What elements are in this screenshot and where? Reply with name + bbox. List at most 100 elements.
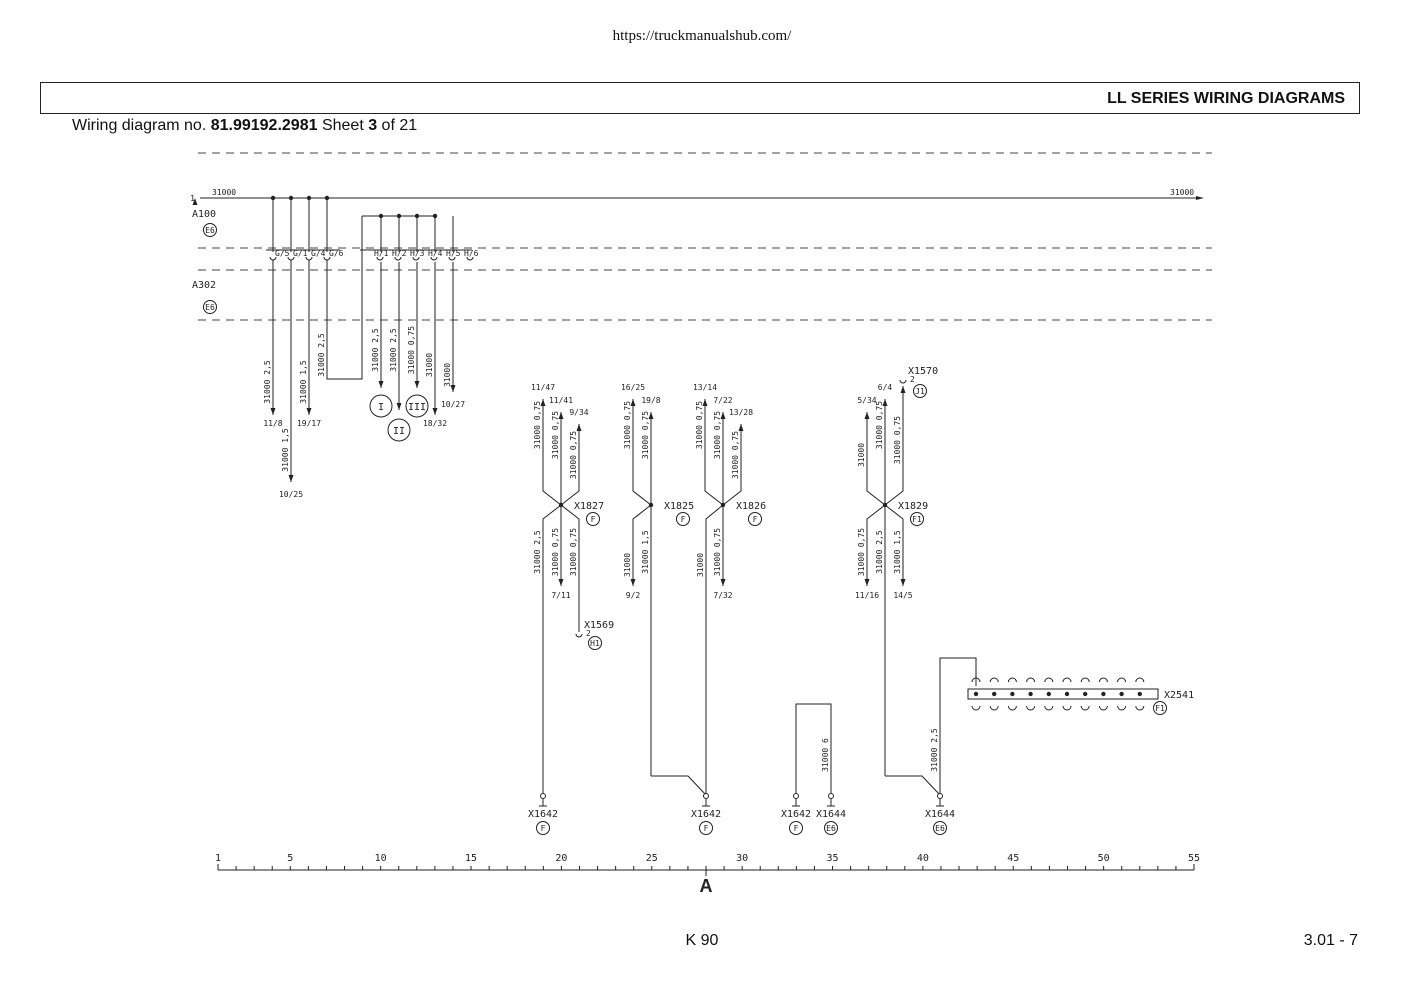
scale-tick-label: 15 <box>465 853 477 864</box>
arrow-down-icon <box>378 381 384 388</box>
x1826-wire <box>705 504 724 795</box>
x1826-ref <box>748 512 762 526</box>
ground-point-ref-text: F <box>541 824 546 833</box>
g-wire-loop <box>326 216 363 380</box>
x1827-wire-label: 31000 0,75 <box>569 528 578 576</box>
x1829-wire <box>884 386 904 506</box>
x2541-feed-wire <box>939 657 977 795</box>
h-wire-label: 31000 <box>425 353 434 377</box>
arrow-down-icon <box>414 381 420 388</box>
x1827-top-ref: 11/47 <box>531 383 555 392</box>
h-wire-end: 18/32 <box>423 419 447 428</box>
arrow-up-icon <box>864 412 870 419</box>
x1569-ref-text: H1 <box>590 639 600 648</box>
x1829-wire-label: 31000 0,75 <box>857 528 866 576</box>
arrow-up-icon <box>720 412 726 419</box>
scale-tick-label: 35 <box>826 853 838 864</box>
scale-section-label: A <box>700 876 713 896</box>
x2541-pin-bottom <box>989 705 999 711</box>
x2541-pin-bottom <box>1117 705 1127 711</box>
arrow-down-icon <box>450 385 456 392</box>
x1827-wire-label: 31000 0,75 <box>569 431 578 479</box>
arrow-up-icon <box>738 424 744 431</box>
x1826-wire-label: 31000 0,75 <box>695 401 704 449</box>
x2541-ref-text: F1 <box>1155 704 1165 713</box>
x2541-name: X2541 <box>1164 690 1194 701</box>
x1827-wire <box>560 424 580 506</box>
x1825-wire <box>632 399 652 506</box>
x1827-wire <box>542 399 562 506</box>
source-url[interactable]: https://truckmanualshub.com/ <box>612 28 792 44</box>
x1829-top-ref: 5/34 <box>857 396 876 405</box>
x2541-pin-bottom <box>1007 705 1017 711</box>
scale-tick-label: 30 <box>736 853 748 864</box>
ground-wire-label: 31000 6 <box>821 738 830 772</box>
x1570-ref <box>913 384 927 398</box>
x2541-pin-top <box>989 677 999 683</box>
x2541-pin-top <box>1044 677 1054 683</box>
x1829-ref-text: F1 <box>912 515 922 524</box>
ground-symbol-label: III <box>408 402 426 413</box>
x1570-name: X1570 <box>908 366 938 377</box>
x1569-ref <box>588 636 602 650</box>
x1826-ref-text: F <box>753 515 758 524</box>
x1826-top-ref: 13/28 <box>729 408 753 417</box>
arrow-up-icon <box>702 399 708 406</box>
x1829-wire-label: 31000 0,75 <box>875 401 884 449</box>
g-pin-label: G/1 <box>293 249 308 258</box>
x1825-ground-wire <box>651 775 707 796</box>
x2541-pin-dot <box>1028 691 1033 697</box>
module-a100-ref <box>203 223 217 237</box>
ground-loop-wire <box>795 703 832 795</box>
ground-point-ref <box>824 821 838 835</box>
ground-point-ring <box>703 793 709 799</box>
bus-wire-label: 31000 <box>212 188 236 197</box>
x2541-pin-bottom <box>1098 705 1108 711</box>
x2541-pin-bottom <box>1044 705 1054 711</box>
arrow-down-icon <box>306 408 312 415</box>
h-pin-label: H/5 <box>446 249 461 258</box>
bus-start-arrow-icon <box>192 198 198 205</box>
h-wire-end: 10/27 <box>441 400 465 409</box>
x1829-name: X1829 <box>898 501 928 512</box>
x1827-ref <box>586 512 600 526</box>
scale-tick-label: 40 <box>917 853 929 864</box>
x1829-wire-label: 31000 <box>857 443 866 467</box>
arrow-up-icon <box>576 424 582 431</box>
ground-point-name: X1642 <box>691 809 721 820</box>
arrow-up-icon <box>630 399 636 406</box>
x1829-wire-label: 31000 0,75 <box>893 416 902 464</box>
sheet-number: 3 <box>368 117 378 134</box>
x2541-pin-top <box>1080 677 1090 683</box>
x2541-pin-bottom <box>1135 705 1145 711</box>
arrow-down-icon <box>630 579 636 586</box>
caption-prefix: Wiring diagram no. <box>72 117 211 134</box>
x2541-pin-dot <box>1137 691 1143 697</box>
x1829-ref <box>910 512 924 526</box>
x1570-pin: 2 <box>910 375 915 384</box>
h-wire-label: 31000 0,75 <box>407 326 416 374</box>
h-pin-label: H/6 <box>464 249 479 258</box>
x1569-name: X1569 <box>584 620 614 631</box>
g-wire-label: 31000 2,5 <box>317 333 326 377</box>
module-a100-ref-text: E6 <box>205 226 215 235</box>
x2541-pin-top <box>1117 677 1127 683</box>
x2541-pin-top <box>1098 677 1108 683</box>
x1829-top-ref: 6/4 <box>878 383 893 392</box>
h-pin-label: H/4 <box>428 249 443 258</box>
g-wire-label: 31000 1,5 <box>299 360 308 404</box>
arrow-down-icon <box>270 408 276 415</box>
x1827-top-ref: 11/41 <box>549 396 573 405</box>
ground-symbol <box>405 394 429 418</box>
arrow-down-icon <box>900 579 906 586</box>
g-wire-label: 31000 2,5 <box>263 360 272 404</box>
arrow-up-icon <box>648 412 654 419</box>
scale-tick-label: 1 <box>215 853 221 864</box>
x2541-ref <box>1153 701 1167 715</box>
g-wire-label: 31000 1,5 <box>281 428 290 472</box>
ground-point-name: X1644 <box>816 809 846 820</box>
x2541-pin-dot <box>1010 691 1015 697</box>
x2541-pin-top <box>1007 677 1017 683</box>
x1827-wire-label: 31000 0,75 <box>533 401 542 449</box>
x2541-pin-dot <box>1119 691 1124 697</box>
